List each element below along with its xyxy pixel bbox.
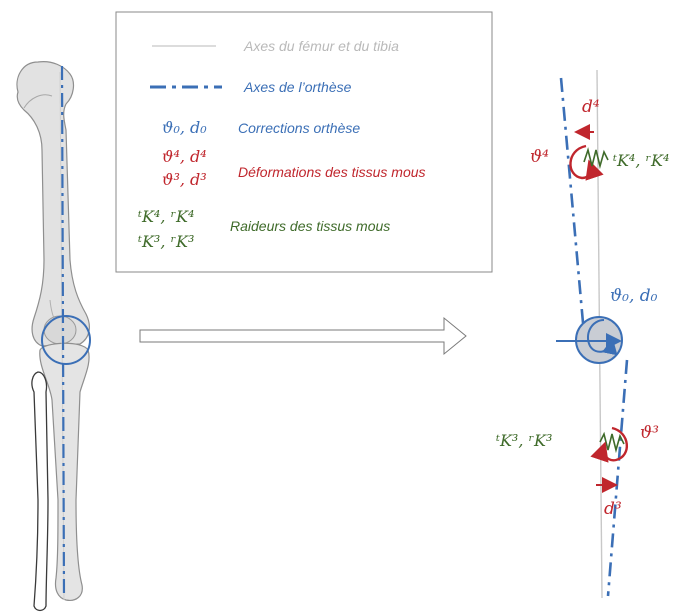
- left-orthosis-axis: [60, 65, 66, 599]
- legend-stiffness-label: Raideurs des tissus mous: [230, 218, 390, 234]
- schema-k3-label: ᵗK³, ʳK³: [496, 431, 552, 450]
- legend-box: Axes du fémur et du tibia Axes de l’orth…: [115, 11, 493, 273]
- schema-d3-label: d³: [604, 499, 622, 519]
- femur-bone: [16, 61, 90, 347]
- transition-arrow: [139, 316, 467, 356]
- schema-upper-spring-icon: [583, 147, 609, 170]
- schema-orthosis-lower-axis: [606, 359, 629, 597]
- legend-corrections-label: Corrections orthèse: [238, 120, 360, 136]
- leg-bones-illustration: [16, 61, 91, 612]
- legend-stiffness-symbol-2: ᵗK³, ʳK³: [138, 232, 194, 251]
- mechanical-schema: d⁴ ϑ⁴ ᵗK⁴, ʳK⁴ ϑ₀, d₀ ᵗK³, ʳK³ ϑ³ d³: [496, 69, 669, 599]
- schema-d4-label: d⁴: [582, 97, 600, 117]
- schema-lower-spring-icon: [599, 431, 625, 454]
- legend-orthosis-label: Axes de l’orthèse: [243, 79, 352, 95]
- schema-k4-label: ᵗK⁴, ʳK⁴: [613, 151, 669, 170]
- left-femur-tibia-axis: [59, 71, 65, 601]
- schema-theta3-rotation-icon: [590, 426, 628, 463]
- patella: [43, 315, 77, 345]
- legend-deformation-symbol-2: ϑ³, d³: [162, 170, 207, 189]
- fibula-bone: [31, 371, 49, 612]
- schema-theta4-rotation-icon: [569, 144, 604, 181]
- schema-theta0-d0-label: ϑ₀, d₀: [610, 286, 658, 306]
- legend-deformation-label: Déformations des tissus mous: [238, 164, 426, 180]
- schema-theta3-label: ϑ³: [640, 423, 659, 443]
- schema-orthosis-upper-axis: [559, 77, 586, 335]
- schema-theta0-rotation-icon: [586, 319, 618, 356]
- legend-corrections-symbol: ϑ₀, d₀: [162, 118, 207, 137]
- legend-stiffness-symbol-1: ᵗK⁴, ʳK⁴: [138, 207, 194, 226]
- schema-theta4-label: ϑ⁴: [530, 147, 549, 167]
- left-knee-joint-circle: [41, 315, 91, 365]
- legend-deformation-symbol-1: ϑ⁴, d⁴: [162, 147, 207, 166]
- legend-femur-tibia-label: Axes du fémur et du tibia: [243, 38, 399, 54]
